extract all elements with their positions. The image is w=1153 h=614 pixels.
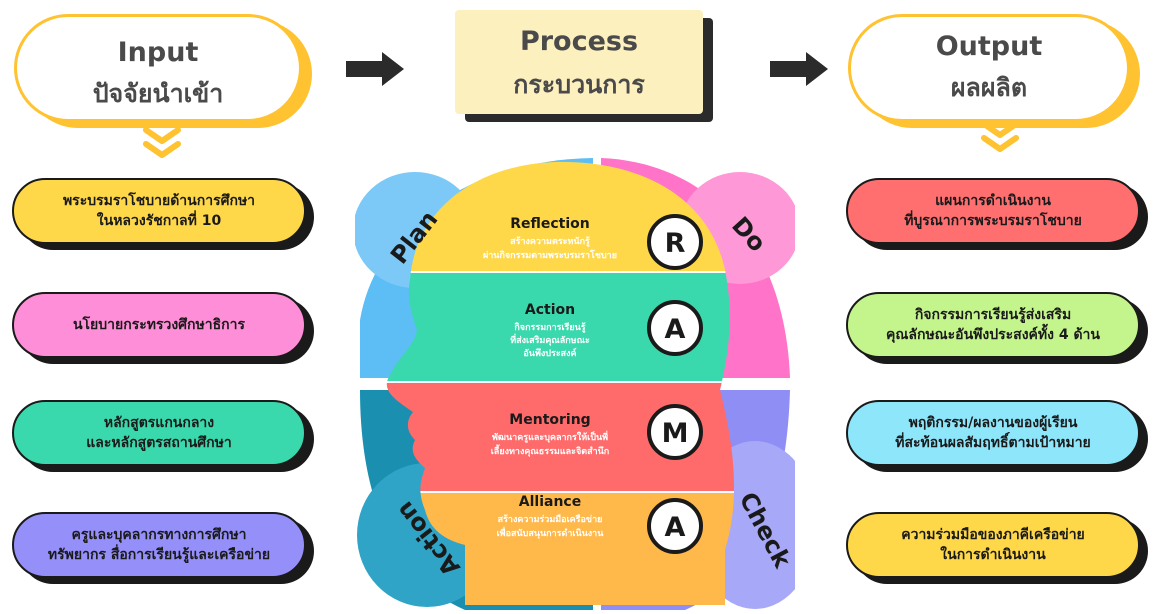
- letter-circle-a2: A: [647, 498, 703, 554]
- action-title: Action: [525, 302, 575, 318]
- chevron-down-icon: [143, 127, 181, 158]
- letter-a: A: [665, 314, 686, 345]
- alliance-sub2: เพื่อสนับสนุนการดำเนินงาน: [497, 526, 605, 539]
- letter-m: M: [662, 418, 689, 449]
- arrow-right-icon: [346, 52, 404, 86]
- output-box-line1: กิจกรรมการเรียนรู้ส่งเสริม: [914, 307, 1072, 323]
- input-box-line1: นโยบายกระทรวงศึกษาธิการ: [72, 317, 246, 333]
- input-box-line2: และหลักสูตรสถานศึกษา: [86, 435, 232, 451]
- output-title: Output: [935, 31, 1043, 62]
- alliance-title: Alliance: [519, 494, 581, 510]
- output-box-network: ความร่วมมือของภาคีเครือข่าย ในการดำเนินง…: [846, 512, 1140, 578]
- input-box-line1: พระบรมราโชบายด้านการศึกษา: [62, 193, 256, 209]
- input-box-line1: หลักสูตรแกนกลาง: [103, 415, 215, 431]
- output-box-line1: ความร่วมมือของภาคีเครือข่าย: [901, 527, 1085, 543]
- input-subtitle: ปัจจัยนำเข้า: [92, 79, 224, 108]
- letter-r: R: [665, 228, 686, 259]
- output-box-behavior: พฤติกรรม/ผลงานของผู้เรียน ที่สะท้อนผลสัม…: [846, 400, 1140, 466]
- process-subtitle: กระบวนการ: [513, 70, 645, 99]
- letter-circle-m: M: [647, 404, 703, 460]
- output-box-line2: ในการดำเนินงาน: [940, 547, 1046, 563]
- input-title: Input: [117, 37, 199, 68]
- process-header: Process กระบวนการ: [455, 10, 703, 114]
- input-box-ministry-policy: นโยบายกระทรวงศึกษาธิการ: [12, 292, 306, 358]
- input-box-personnel-resources: ครูและบุคลากรทางการศึกษา ทรัพยากร สื่อกา…: [12, 512, 306, 578]
- output-box-line1: พฤติกรรม/ผลงานของผู้เรียน: [908, 415, 1078, 431]
- input-box-line2: ทรัพยากร สื่อการเรียนรู้และเครือข่าย: [47, 547, 271, 563]
- letter-circle-a: A: [647, 300, 703, 356]
- chevron-down-icon: [981, 121, 1019, 152]
- reflection-sub2: ผ่านกิจกรรมตามพระบรมราโชบาย: [483, 249, 617, 261]
- letter-a: A: [665, 512, 686, 543]
- output-box-line2: คุณลักษณะอันพึงประสงค์ทั้ง 4 ด้าน: [886, 327, 1100, 343]
- mentoring-sub2: เลี้ยงทางคุณธรรมและจิตสำนึก: [491, 444, 610, 457]
- input-header: Input ปัจจัยนำเข้า: [14, 14, 302, 122]
- reflection-sub1: สร้างความตระหนักรู้: [510, 236, 590, 247]
- output-subtitle: ผลผลิต: [950, 73, 1028, 102]
- action-sub1: กิจกรรมการเรียนรู้: [514, 322, 586, 333]
- mentoring-title: Mentoring: [509, 412, 590, 428]
- input-box-royal-policy: พระบรมราโชบายด้านการศึกษา ในหลวงรัชกาลที…: [12, 178, 306, 244]
- action-sub3: อันพึงประสงค์: [523, 347, 576, 359]
- output-box-plan: แผนการดำเนินงาน ที่บูรณาการพระบรมราโชบาย: [846, 178, 1140, 244]
- output-box-line1: แผนการดำเนินงาน: [935, 193, 1051, 209]
- reflection-title: Reflection: [510, 216, 590, 232]
- mentoring-sub1: พัฒนาครูและบุคลากรให้เป็นพี่: [492, 430, 608, 443]
- input-box-line2: ในหลวงรัชกาลที่ 10: [96, 213, 222, 229]
- alliance-sub1: สร้างความร่วมมือเครือข่าย: [498, 513, 603, 525]
- input-box-line1: ครูและบุคลากรทางการศึกษา: [71, 527, 247, 543]
- output-header: Output ผลผลิต: [848, 14, 1130, 122]
- process-title: Process: [519, 26, 639, 57]
- output-box-activities: กิจกรรมการเรียนรู้ส่งเสริม คุณลักษณะอันพ…: [846, 292, 1140, 358]
- letter-circle-r: R: [647, 214, 703, 270]
- input-box-curriculum: หลักสูตรแกนกลาง และหลักสูตรสถานศึกษา: [12, 400, 306, 466]
- output-box-line2: ที่สะท้อนผลสัมฤทธิ์ตามเป้าหมาย: [895, 435, 1091, 451]
- pdca-rama-head-diagram: Plan Do Action Check Reflection สร้างควา…: [355, 158, 795, 610]
- action-sub2: ที่ส่งเสริมคุณลักษณะ: [510, 333, 590, 346]
- arrow-right-icon: [770, 52, 828, 86]
- output-box-line2: ที่บูรณาการพระบรมราโชบาย: [904, 213, 1082, 229]
